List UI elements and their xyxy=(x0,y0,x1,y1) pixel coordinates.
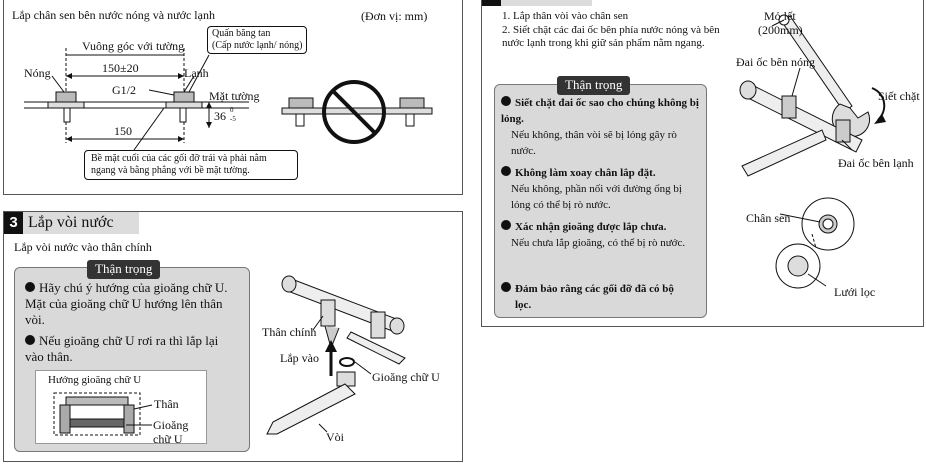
tape-callout: Quấn băng tan (Cấp nước lạnh/ nóng) xyxy=(207,26,308,54)
right-item-4: Đảm bảo rằng các gối đỡ đã có bộ lọc. xyxy=(501,281,701,313)
perpendicular-label: Vuông góc với tường xyxy=(82,39,185,53)
wrench-size-label: (200mm) xyxy=(758,23,803,37)
u-seal-cross-section xyxy=(53,392,153,436)
install-label: Lắp vào xyxy=(280,351,319,365)
unit-label: (Đơn vị: mm) xyxy=(361,9,428,23)
hot-nut-label: Đai ốc bên nóng xyxy=(736,55,815,69)
bullet-icon xyxy=(25,282,35,292)
section-3-item-1: Hãy chú ý hướng của gioăng chữ U. Mặt củ… xyxy=(25,280,235,328)
bullet-icon xyxy=(25,335,35,345)
right-item-1-text: Nếu không, thân vòi sẽ bị lỏng gây rò nư… xyxy=(511,129,677,157)
width-label: 150±20 xyxy=(102,61,139,75)
top-left-title: Lắp chân sen bên nước nóng và nước lạnh xyxy=(12,8,215,22)
right-item-2: Không làm xoay chân lắp đặt. Nếu không, … xyxy=(501,165,701,213)
tape-line-1: Quấn băng tan xyxy=(212,28,271,39)
inset-body-label: Thân xyxy=(154,397,179,411)
thread-label: G1/2 xyxy=(112,83,136,97)
wrench-label: Mỏ lết xyxy=(764,9,796,23)
step-1: 1. Lắp thân vòi vào chân sen xyxy=(502,10,629,22)
right-header-bar xyxy=(482,0,592,6)
depth-tol-bot: -5 xyxy=(230,115,236,123)
right-item-3: Xác nhận gioăng được lắp chưa. Nếu chưa … xyxy=(501,219,701,251)
wall-label: Mặt tường xyxy=(209,89,260,103)
section-3-item-1-text: Hãy chú ý hướng của gioăng chữ U. Mặt củ… xyxy=(25,280,228,327)
right-panel: 1. Lắp thân vòi vào chân sen 2. Siết chặ… xyxy=(481,0,924,327)
right-caution-box: Thận trọng Siết chặt đai ốc sao cho chún… xyxy=(494,76,707,318)
shower-base-filter-diagram xyxy=(775,197,855,289)
section-3-item-2-text: Nếu gioăng chữ U rơi ra thì lắp lại vào … xyxy=(25,333,219,364)
filter-label: Lưới lọc xyxy=(834,285,876,299)
tighten-label: Siết chặt xyxy=(878,89,920,103)
depth-label: 36 xyxy=(214,109,226,123)
section-3-item-2: Nếu gioăng chữ U rơi ra thì lắp lại vào … xyxy=(25,333,235,365)
main-body-label: Thân chính xyxy=(262,325,317,339)
wrench-tightening-diagram xyxy=(739,14,886,177)
base-width-label: 150 xyxy=(114,124,132,138)
surface-note: Bề mặt cuối của các gối đỡ trái và phải … xyxy=(84,150,298,180)
base-dimension-diagram xyxy=(24,48,433,151)
section-3-header-bar xyxy=(4,212,139,234)
cold-nut-label: Đai ốc bên lạnh xyxy=(838,156,914,170)
spout-assembly-diagram xyxy=(266,275,406,435)
right-item-2-bold: Không làm xoay chân lắp đặt. xyxy=(515,167,656,179)
inset-title: Hướng gioăng chữ U xyxy=(48,374,142,386)
hot-label: Nóng xyxy=(24,66,51,80)
u-seal-inset: Hướng gioăng chữ U Thân Gioăng chữ U xyxy=(35,370,207,446)
section-3-caution-box: Thận trọng Hãy chú ý hướng của gioăng ch… xyxy=(14,260,250,452)
bullet-icon xyxy=(501,166,511,176)
cold-label: Lạnh xyxy=(184,66,209,80)
right-item-4-bold: Đảm bảo rằng các gối đỡ đã có bộ lọc. xyxy=(515,283,674,311)
depth-tol-top: 0 xyxy=(230,106,234,114)
section-3-title: Lắp vòi nước xyxy=(28,214,114,231)
shower-base-label: Chân sen xyxy=(746,211,791,225)
inset-seal-label: Gioăng chữ U xyxy=(153,418,189,446)
step-2: 2. Siết chặt các đai ốc bên phía nước nó… xyxy=(502,24,720,49)
right-item-1: Siết chặt đai ốc sao cho chúng không bị … xyxy=(501,95,701,159)
bullet-icon xyxy=(501,220,511,230)
tape-line-2: (Cấp nước lạnh/ nóng) xyxy=(212,40,303,51)
bullet-icon xyxy=(501,96,511,106)
right-item-1-bold: Siết chặt đai ốc sao cho chúng không bị … xyxy=(501,97,699,125)
section-3-caution-tag: Thận trọng xyxy=(87,260,161,279)
spout-label: Vòi xyxy=(326,430,344,444)
section-3-subtitle: Lắp vòi nước vào thân chính xyxy=(14,240,152,254)
right-header-number xyxy=(482,0,501,6)
bullet-icon xyxy=(501,282,511,292)
right-item-3-bold: Xác nhận gioăng được lắp chưa. xyxy=(515,221,667,233)
seal-label: Gioăng chữ U xyxy=(372,370,440,384)
right-item-3-text: Nếu chưa lắp gioăng, có thể bị rò nước. xyxy=(511,237,686,249)
section-3-number: 3 xyxy=(4,212,23,234)
top-left-panel: Lắp chân sen bên nước nóng và nước lạnh … xyxy=(3,0,463,195)
section-3-panel: 3 Lắp vòi nước Lắp vòi nước vào thân chí… xyxy=(3,211,463,462)
right-caution-tag: Thận trọng xyxy=(557,76,631,95)
right-item-2-text: Nếu không, phần nối với đường ống bị lỏn… xyxy=(511,183,682,211)
